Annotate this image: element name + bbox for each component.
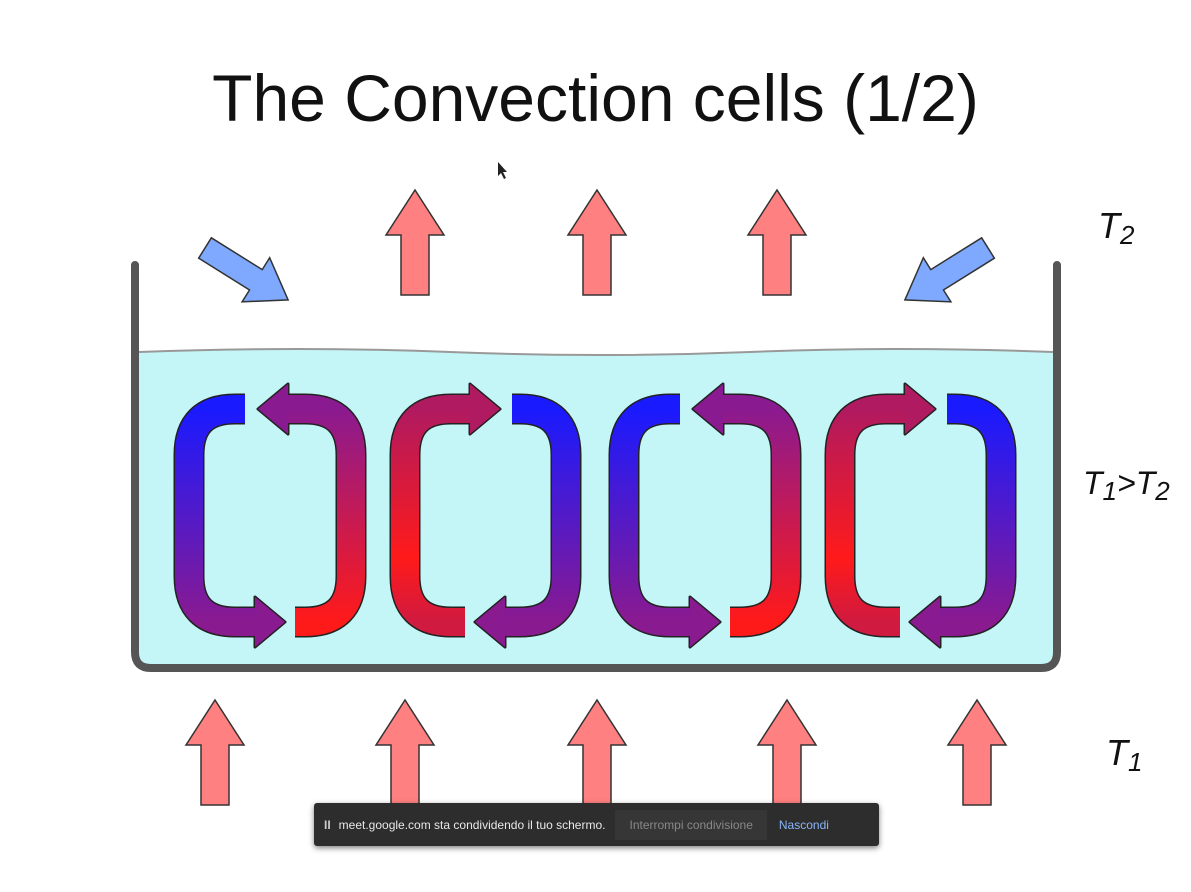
mouse-cursor-icon xyxy=(498,162,507,179)
heat-arrows xyxy=(184,188,1008,806)
cell-arrow-cold-down xyxy=(173,393,287,649)
tank xyxy=(131,261,1061,672)
cool-arrow-left xyxy=(197,236,290,303)
slide-title: The Convection cells (1/2) xyxy=(212,61,979,135)
label-t2: T2 xyxy=(1098,205,1135,250)
cell-arrow-cold-down xyxy=(908,393,1017,649)
heat-arrow-icon xyxy=(946,698,1008,806)
cell-arrow-hot-up xyxy=(256,382,367,638)
screen-share-banner: II meet.google.com sta condividendo il t… xyxy=(314,803,879,846)
cell-arrow-hot-up xyxy=(691,382,802,638)
heat-arrow-icon xyxy=(746,188,808,296)
cell-arrow-cold-down xyxy=(473,393,582,649)
share-message: meet.google.com sta condividendo il tuo … xyxy=(338,817,606,832)
heat-arrow-icon xyxy=(374,698,436,806)
cell-arrow-hot-up xyxy=(389,382,502,638)
stop-sharing-button[interactable]: Interrompi condivisione xyxy=(615,809,767,840)
heat-arrow-icon xyxy=(384,188,446,296)
pause-icon: II xyxy=(324,817,331,832)
water-surface xyxy=(138,348,1054,356)
cell-arrow-hot-up xyxy=(824,382,937,638)
label-t1: T1 xyxy=(1106,732,1143,777)
heat-arrow-icon xyxy=(566,698,628,806)
heat-arrow-icon xyxy=(566,188,628,296)
convection-cells xyxy=(173,382,1017,649)
hide-button[interactable]: Nascondi xyxy=(778,817,829,832)
cool-arrow-right xyxy=(903,236,996,303)
heat-arrow-icon xyxy=(184,698,246,806)
heat-arrow-icon xyxy=(756,698,818,806)
cell-arrow-cold-down xyxy=(608,393,722,649)
water xyxy=(139,349,1053,664)
label-t1-greater-t2: T1>T2 xyxy=(1083,465,1170,506)
